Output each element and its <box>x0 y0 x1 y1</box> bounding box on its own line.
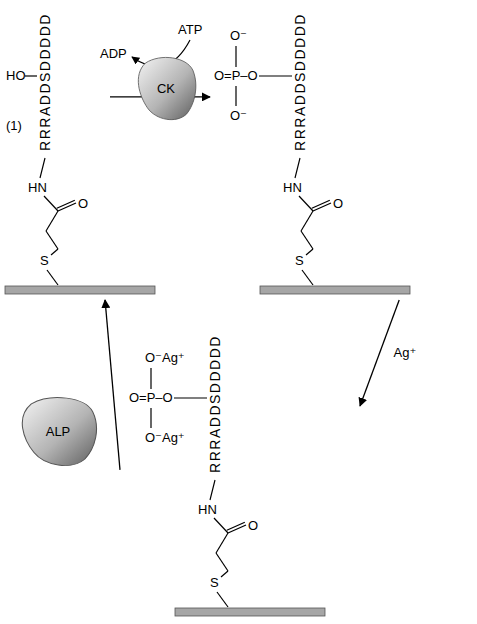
linker-bonds <box>51 249 58 255</box>
atom-label: O <box>78 196 88 211</box>
silver-phosphopeptide-surface: O⁻Ag⁺ O=P–O O⁻Ag⁺ RRRADDSDDDDD HN O S <box>120 322 360 622</box>
atom-label: O <box>333 196 343 211</box>
peptide-sequence: RRRADDSDDDDD <box>207 335 223 473</box>
atom-label: S <box>40 253 49 268</box>
enzyme-outline <box>22 398 96 466</box>
enzyme-name: ALP <box>46 424 71 439</box>
phosphopeptide-surface: O⁻ O=P–O O⁻ RRRADDSDDDDD HN O S <box>210 0 425 300</box>
linker-bonds <box>46 231 58 249</box>
linker-bonds <box>5 286 155 294</box>
atom-label: HN <box>28 180 47 195</box>
phosphate-bonds <box>235 46 236 67</box>
cofactor-label: ADP <box>100 46 127 61</box>
enzyme-outline <box>138 57 196 119</box>
atom-label: O⁻Ag⁺ <box>145 430 185 445</box>
phosphate-bonds <box>150 368 151 389</box>
phosphate-bonds <box>235 86 236 106</box>
peptide-surface: HO RRRADDSDDDDD (1) HN O S <box>0 0 110 300</box>
atom-label: (1) <box>6 118 22 133</box>
atom-label: HN <box>198 502 217 517</box>
hydroxyl-bond <box>25 75 37 76</box>
atom-label: O⁻ <box>230 108 247 123</box>
atom-label: HN <box>283 180 302 195</box>
phosphate-bonds <box>259 75 292 76</box>
atom-label: S <box>210 575 219 590</box>
reaction-arrow <box>105 300 120 470</box>
atom-label: O=P–O <box>129 390 173 405</box>
reagent-label: Ag⁺ <box>392 345 419 360</box>
phosphate-bonds <box>150 408 151 428</box>
peptide-sequence: RRRADDSDDDDD <box>37 13 53 151</box>
linker-bonds <box>44 196 58 211</box>
atom-label: O⁻Ag⁺ <box>145 350 185 365</box>
linker-bonds <box>40 158 45 178</box>
enzyme-name: CK <box>157 81 175 96</box>
linker-bonds <box>175 480 325 616</box>
linker-bonds <box>47 270 58 285</box>
hydroxyl-bond <box>25 75 37 76</box>
atom-label: O⁻ <box>230 28 247 43</box>
enzyme-blob: ALP <box>18 395 98 467</box>
atom-label: O=P–O <box>214 68 258 83</box>
atom-label: S <box>295 253 304 268</box>
linker-bonds <box>57 200 75 208</box>
atom-label: HO <box>6 68 26 83</box>
atom-label: O <box>248 518 258 533</box>
linker-bonds <box>260 158 410 294</box>
peptide-sequence: RRRADDSDDDDD <box>292 13 308 151</box>
linker-bonds <box>46 211 58 231</box>
linker-bonds <box>5 158 155 294</box>
phosphate-bonds <box>174 397 207 398</box>
enzyme-blob: CK <box>135 55 197 121</box>
cofactor-label: ATP <box>178 22 202 37</box>
